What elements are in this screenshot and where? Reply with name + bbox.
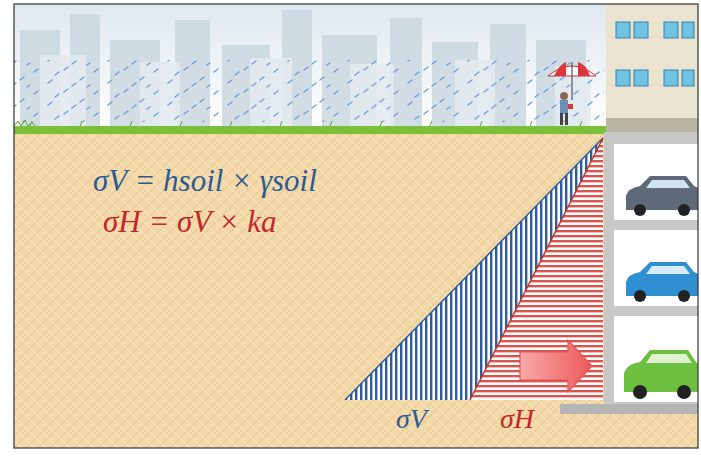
horizontal-stress-triangle bbox=[470, 138, 603, 400]
car bbox=[624, 350, 698, 399]
car bbox=[626, 176, 698, 216]
pressure-arrow bbox=[520, 340, 592, 392]
pedestrian bbox=[548, 62, 596, 125]
car bbox=[626, 262, 698, 302]
vertical-stress-triangle bbox=[345, 138, 603, 400]
formula-label: σV = hsoil × γsoil bbox=[93, 164, 317, 198]
stress-label: σV bbox=[396, 404, 427, 435]
formula-label: σH = σV × ka bbox=[103, 205, 276, 239]
stress-label: σH bbox=[500, 404, 534, 435]
